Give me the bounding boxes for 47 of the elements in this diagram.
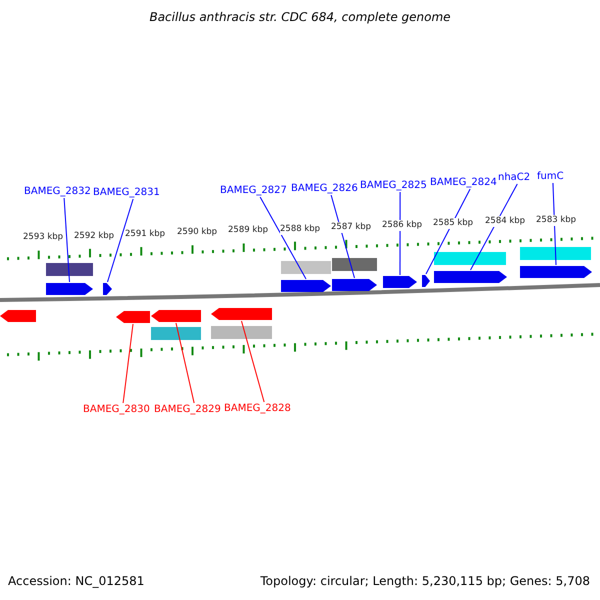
gene-block xyxy=(103,282,112,296)
scale-label: 2592 kbp xyxy=(74,230,114,242)
leader-line xyxy=(426,188,471,274)
scale-label: 2593 kbp xyxy=(23,232,64,244)
leader-line xyxy=(470,184,518,270)
gene-label: BAMEG_2825 xyxy=(360,179,427,192)
leader-line xyxy=(241,320,265,402)
gene-block xyxy=(0,309,36,323)
leader-line xyxy=(176,322,195,404)
scale-label: 2591 kbp xyxy=(125,228,166,240)
gene-label: BAMEG_2832 xyxy=(24,185,91,198)
leader-line xyxy=(107,198,134,282)
gene-block xyxy=(434,270,507,284)
gene-block xyxy=(422,274,430,288)
scale-label: 2583 kbp xyxy=(536,214,576,226)
footer-text: Accession: NC_012581 xyxy=(8,574,144,588)
leader-line xyxy=(260,196,306,280)
gene-label: BAMEG_2827 xyxy=(220,184,287,197)
gene-block xyxy=(332,278,377,292)
leader-line xyxy=(122,324,134,404)
gene-block xyxy=(211,307,272,321)
gene-block xyxy=(151,309,201,323)
scale-label: 2590 kbp xyxy=(177,227,218,238)
leader-line xyxy=(330,194,355,278)
scale-label: 2584 kbp xyxy=(485,216,526,228)
gene-label: nhaC2 xyxy=(498,171,530,184)
leader-line xyxy=(64,198,70,282)
gene-label: BAMEG_2830 xyxy=(83,403,150,416)
gene-label: BAMEG_2826 xyxy=(291,182,358,195)
footer-text: Topology: circular; Length: 5,230,115 bp; Genes: 5,708 xyxy=(260,574,590,588)
scale-label: 2589 kbp xyxy=(228,225,268,236)
gene-block xyxy=(520,265,592,279)
gene-label: BAMEG_2829 xyxy=(154,403,221,416)
gene-block xyxy=(281,279,331,293)
scale-label: 2585 kbp xyxy=(433,218,474,230)
gene-label: BAMEG_2824 xyxy=(430,176,497,189)
scale-label: 2587 kbp xyxy=(331,222,372,233)
leader-line xyxy=(552,182,556,266)
scale-label: 2588 kbp xyxy=(280,224,320,234)
gene-block xyxy=(46,282,93,296)
gene-label: BAMEG_2831 xyxy=(93,186,160,199)
diagram-title: Bacillus anthracis str. CDC 684, complete genome xyxy=(148,10,452,24)
gene-block xyxy=(116,310,150,324)
gene-block xyxy=(383,275,417,289)
gene-label: BAMEG_2828 xyxy=(224,402,291,415)
scale-label: 2586 kbp xyxy=(382,220,422,231)
gene-label: fumC xyxy=(537,170,564,183)
